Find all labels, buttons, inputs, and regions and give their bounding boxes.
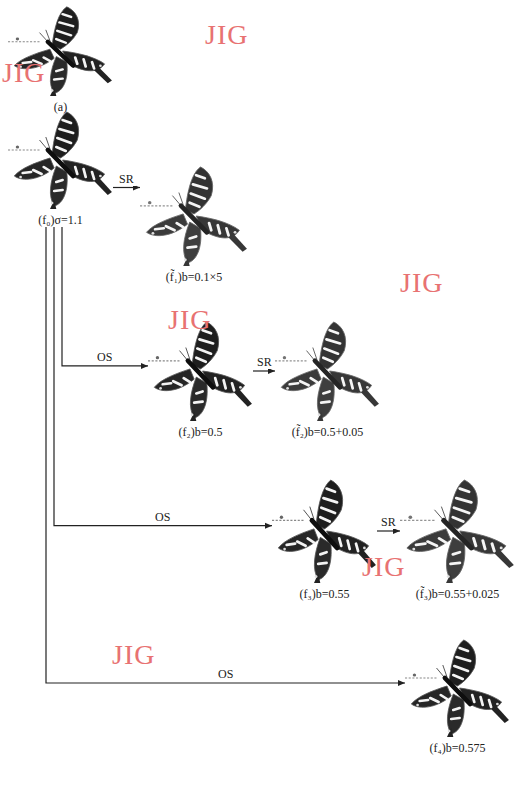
- watermark: JIG: [362, 552, 405, 582]
- image-panel: (f̃₃)b=0.55+0.025: [400, 478, 515, 601]
- butterfly-image: [272, 480, 376, 583]
- panel-caption: (f₀)σ=1.1: [8, 210, 113, 227]
- connector: [62, 227, 148, 369]
- connector-line: [54, 227, 272, 526]
- connector-line: [46, 227, 405, 683]
- edge-label: SR: [379, 516, 398, 529]
- image-panel: (f̃₁)b=0.1×5: [140, 165, 248, 284]
- watermark: JIG: [168, 305, 211, 335]
- watermark: JIG: [400, 268, 443, 298]
- edge-label: SR: [117, 173, 136, 186]
- panel-caption: (f₄)b=0.575: [405, 738, 510, 755]
- image-panel: (f₀)σ=1.1: [8, 110, 113, 227]
- panel-caption: (f̃₃)b=0.55+0.025: [400, 584, 515, 601]
- connector: [54, 227, 272, 529]
- connector-line: [62, 227, 148, 366]
- panel-caption: (f₂)b=0.5: [148, 422, 253, 439]
- watermark: JIG: [205, 20, 248, 50]
- watermark: JIG: [112, 640, 155, 670]
- edge-label: OS: [95, 351, 114, 364]
- image-panel: (f₄)b=0.575: [405, 638, 510, 755]
- arrow-head: [141, 363, 148, 369]
- butterfly-image: [275, 322, 379, 421]
- butterfly-image: [140, 167, 247, 266]
- panel-caption: (f̃₂)b=0.5+0.05: [275, 422, 380, 439]
- edge-label: OS: [216, 668, 235, 681]
- butterfly-image: [405, 640, 509, 737]
- panel-caption: (f̃₁)b=0.1×5: [140, 267, 248, 284]
- image-panel: (f̃₂)b=0.5+0.05: [275, 320, 380, 439]
- edge-label: SR: [255, 356, 274, 369]
- watermark: JIG: [2, 58, 45, 88]
- arrow-head: [398, 680, 405, 686]
- connector: [46, 227, 405, 686]
- arrow-head: [265, 523, 272, 529]
- image-panel: (f₃)b=0.55: [272, 478, 377, 601]
- panel-caption: (a): [8, 97, 113, 114]
- butterfly-image: [148, 322, 252, 421]
- butterfly-image: [400, 480, 514, 583]
- edge-label: OS: [153, 511, 172, 524]
- butterfly-image: [8, 112, 112, 209]
- image-panel: (f₂)b=0.5: [148, 320, 253, 439]
- panel-caption: (f₃)b=0.55: [272, 584, 377, 601]
